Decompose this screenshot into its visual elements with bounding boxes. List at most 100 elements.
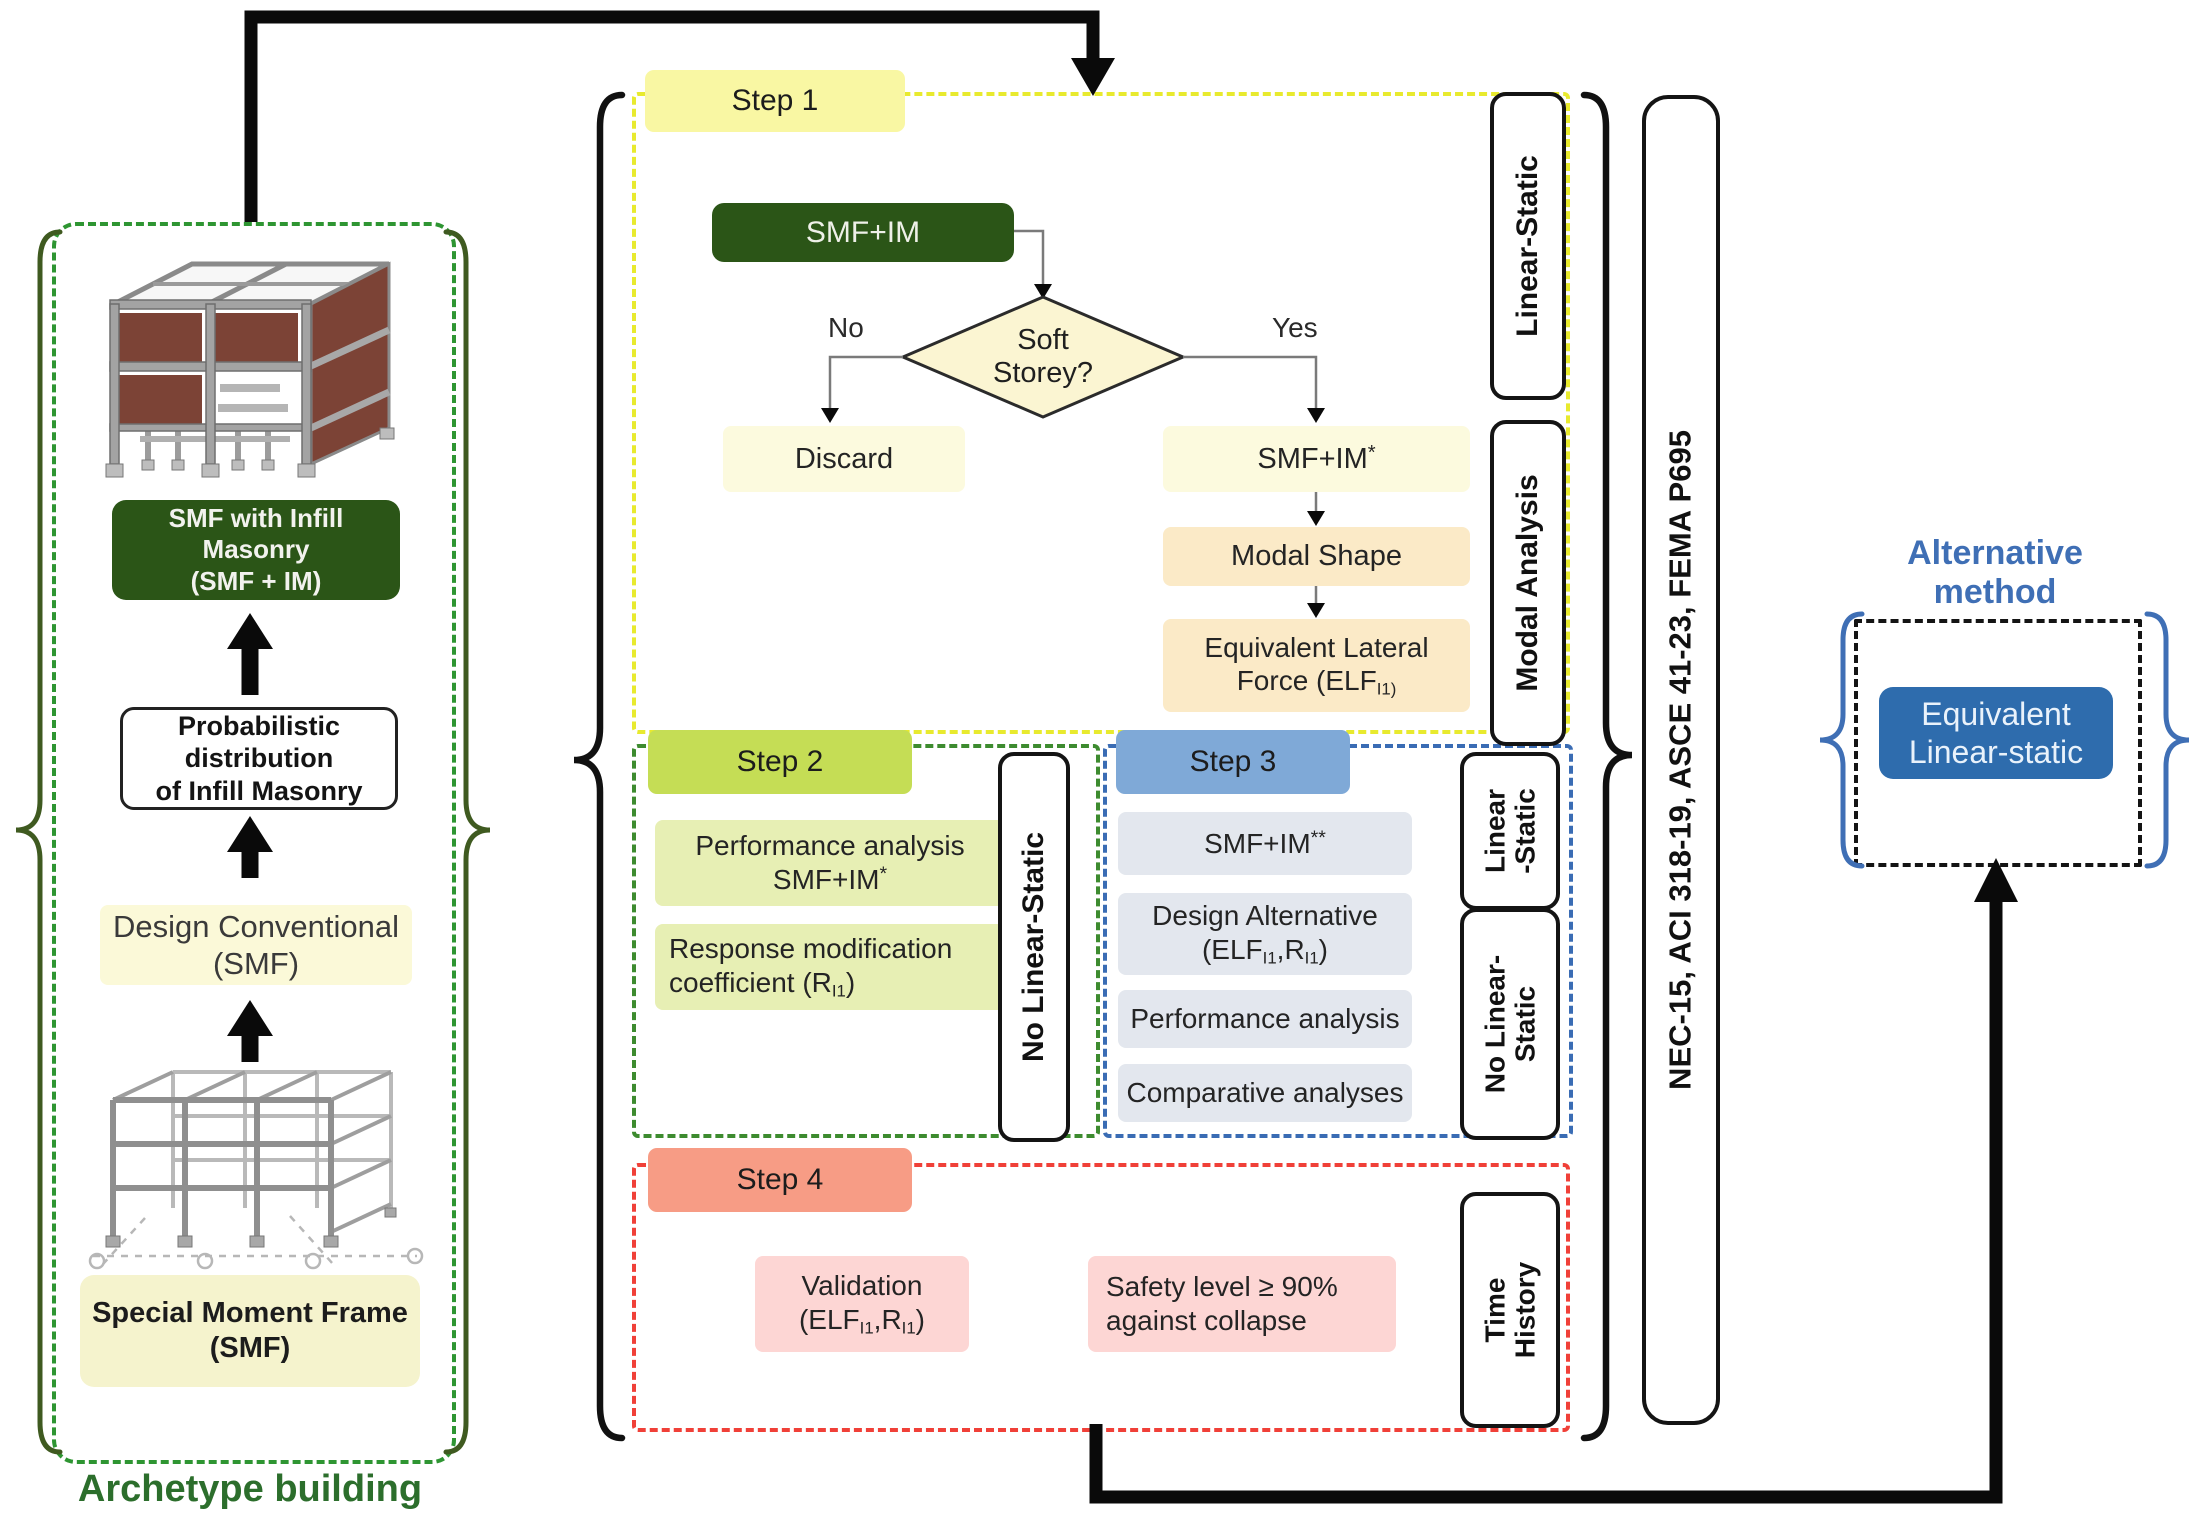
codes-bar: NEC-15, ACI 318-19, ASCE 41-23, FEMA P69… [1642,95,1720,1425]
performance-analysis-step2-node: Performance analysis SMF+IM* [655,820,1005,906]
smf-im-2star-base: SMF+IM [1204,827,1311,859]
front-column [205,303,216,465]
modal-shape-label: Modal Shape [1231,540,1402,573]
validation-line1: Validation [801,1270,923,1302]
safety-level-node: Safety level ≥ 90% against collapse [1088,1256,1396,1352]
smf-im-star-sup: * [1367,442,1376,465]
side-beam [309,326,391,370]
smf-im-building-image [105,261,395,478]
step4-tab: Step 4 [648,1148,912,1212]
validation-sub1: I1 [859,1318,874,1338]
footing [141,459,155,471]
interior-column [235,430,241,460]
eq-ls-line1: Equivalent [1921,695,2071,732]
smf-im-star-label: SMF+IM* [1257,441,1375,477]
validation-pre: (ELF [798,1303,860,1335]
ls3-line2: -Static [1509,788,1540,874]
performance-analysis-step3-node: Performance analysis [1118,990,1412,1048]
perf2-line1: Performance analysis [695,830,965,862]
no-text: No [828,312,864,343]
resp-line2-sub: I1 [831,981,846,1001]
footings [105,1207,397,1248]
smf-im-node-label: SMF+IM [805,215,921,249]
front-column [301,303,312,465]
validation-post: ) [915,1303,925,1335]
footing [171,459,185,471]
design-alt-sub2: I1 [1304,948,1319,968]
design-alt-sub1: I1 [1262,948,1277,968]
smf-building [88,1070,424,1270]
footing [261,459,275,471]
probabilistic-box: Probabilistic distribution of Infill Mas… [120,707,398,810]
step1-tab: Step 1 [645,70,905,132]
smf-im-star-node: SMF+IM* [1163,426,1470,492]
resp-line2-pre: coefficient (R [669,966,832,998]
no-linear-static-label-step2: No Linear-Static [998,752,1070,1142]
design-alt-pre: (ELF [1201,933,1263,965]
comparative-analyses-node: Comparative analyses [1118,1064,1412,1122]
alt-title-line2: method [1933,573,2057,612]
discard-node: Discard [723,426,965,492]
smf-label-box: Special Moment Frame (SMF) [80,1275,420,1387]
nls3-line2: Static [1509,985,1540,1063]
interior-beam [220,384,280,392]
smf-im-2star-sup: ** [1310,826,1326,849]
elf-line1: Equivalent Lateral [1204,631,1429,663]
modal-analysis-text: Modal Analysis [1511,474,1545,692]
decision-line2: Storey? [993,357,1093,389]
elf-line2-pre: Force (ELF [1236,665,1377,697]
alternative-method-title: Alternative method [1857,534,2133,612]
design-conventional-line2: (SMF) [212,946,300,981]
resp-line2: coefficient (RI1) [669,966,855,1002]
elf-node: Equivalent Lateral Force (ELFI1) [1163,619,1470,712]
th-line2: History [1509,1261,1540,1359]
infill-panel [215,313,298,362]
perf3-label: Performance analysis [1130,1003,1400,1035]
interior-column [175,430,181,460]
no-linear-static-label-step3: No Linear- Static [1460,908,1560,1140]
design-conventional-line1: Design Conventional [112,908,400,944]
smf-im-star-base: SMF+IM [1257,443,1368,476]
step2-tab-label: Step 2 [736,745,824,778]
probabilistic-line2: of Infill Masonry [155,775,363,806]
alternative-right-brace [2144,611,2190,869]
design-alt-line1: Design Alternative [1152,900,1378,932]
depth-beams [112,1070,392,1234]
codes-bar-text: NEC-15, ACI 318-19, ASCE 41-23, FEMA P69… [1662,430,1698,1090]
steps-left-brace [573,91,626,1442]
side-beam [309,388,391,432]
comparative-label: Comparative analyses [1126,1077,1404,1109]
no-linear-static-text: No Linear-Static [1017,831,1051,1063]
resp-line1: Response modification [669,933,953,965]
smf-im-label-line2: (SMF + IM) [190,565,322,596]
interior-column [265,430,271,460]
design-alt-mid: ,R [1276,933,1305,965]
soft-storey-decision-label: Soft Storey? [943,320,1143,394]
infill-panel [119,375,202,424]
interior-beam [218,404,288,412]
validation-sub2: I1 [901,1318,916,1338]
design-alt-line2: (ELFI1,RI1) [1202,933,1328,969]
smf-im-2star-node: SMF+IM** [1118,812,1412,875]
equivalent-linear-static-node: Equivalent Linear-static [1879,687,2113,779]
ls3-line1: Linear [1479,788,1511,874]
elf-line2: Force (ELFI1) [1237,664,1397,700]
front-column [109,303,120,465]
step3-tab: Step 3 [1116,730,1350,794]
linear-static-label-step3: Linear -Static [1460,752,1560,910]
grid-bubbles [88,1247,424,1270]
smf-im-2star-label: SMF+IM** [1204,827,1326,861]
resp-line2-post: ) [845,966,856,998]
validation-mid: ,R [873,1303,902,1335]
design-alternative-node: Design Alternative (ELFI1,RI1) [1118,893,1412,975]
perf2-line2: SMF+IM* [773,863,887,897]
smf-im-node: SMF+IM [712,203,1014,262]
elf-line2-sub: I1) [1376,680,1397,700]
discard-label: Discard [794,442,894,475]
smf-im-building [105,261,395,478]
response-coefficient-node: Response modification coefficient (RI1) [655,924,1005,1010]
no-branch-label: No [828,312,864,344]
grid-lines [93,1215,417,1265]
yes-branch-label: Yes [1272,312,1318,344]
